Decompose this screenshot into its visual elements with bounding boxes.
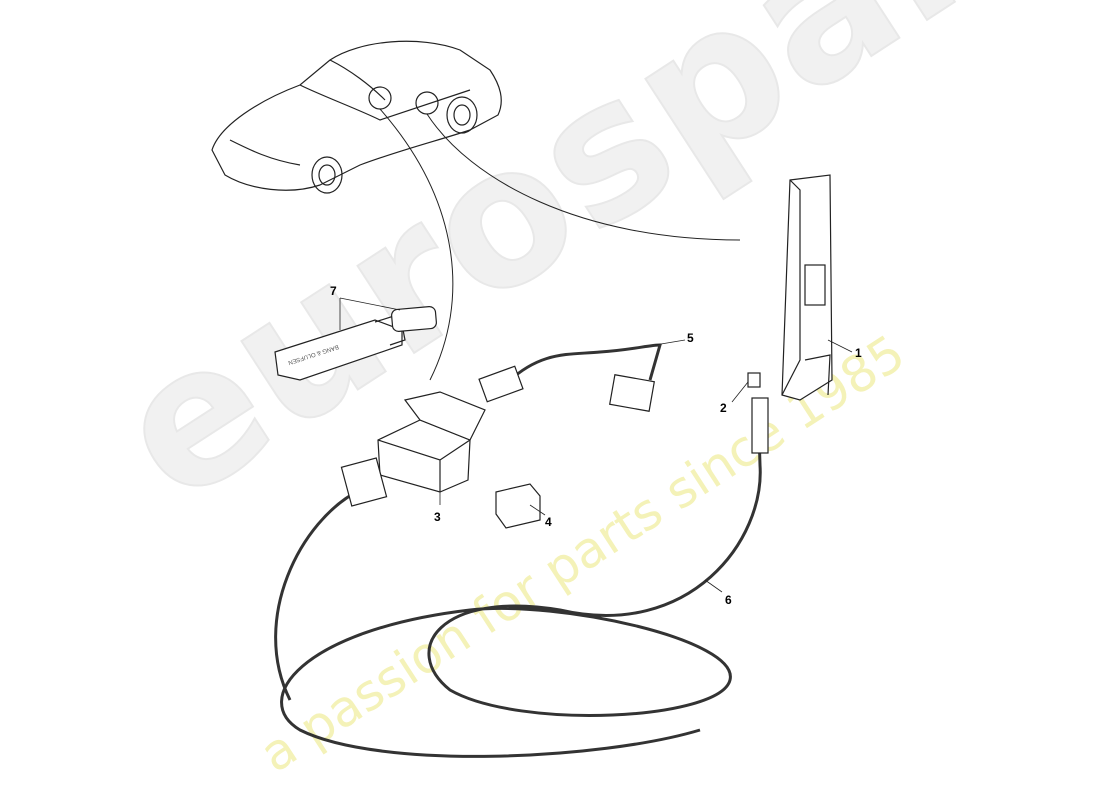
callout-5: 5 bbox=[687, 331, 694, 345]
control-module bbox=[781, 174, 833, 401]
usb-cap bbox=[391, 306, 437, 332]
callout-2: 2 bbox=[720, 401, 727, 415]
cable-plug bbox=[751, 397, 769, 454]
car-illustration bbox=[211, 40, 502, 194]
usb-stick: BANG & OLUFSEN bbox=[274, 306, 437, 381]
callout-3: 3 bbox=[434, 510, 441, 524]
callout-7: 7 bbox=[330, 284, 337, 298]
usb-cable bbox=[274, 399, 762, 758]
cable-plug-end bbox=[340, 457, 388, 507]
callout-6: 6 bbox=[725, 593, 732, 607]
callout-4: 4 bbox=[545, 515, 552, 529]
usb-socket-housing bbox=[377, 391, 486, 493]
connector bbox=[495, 483, 541, 529]
adapter-cable bbox=[503, 343, 662, 387]
small-cap bbox=[747, 372, 761, 388]
callout-1: 1 bbox=[855, 346, 862, 360]
